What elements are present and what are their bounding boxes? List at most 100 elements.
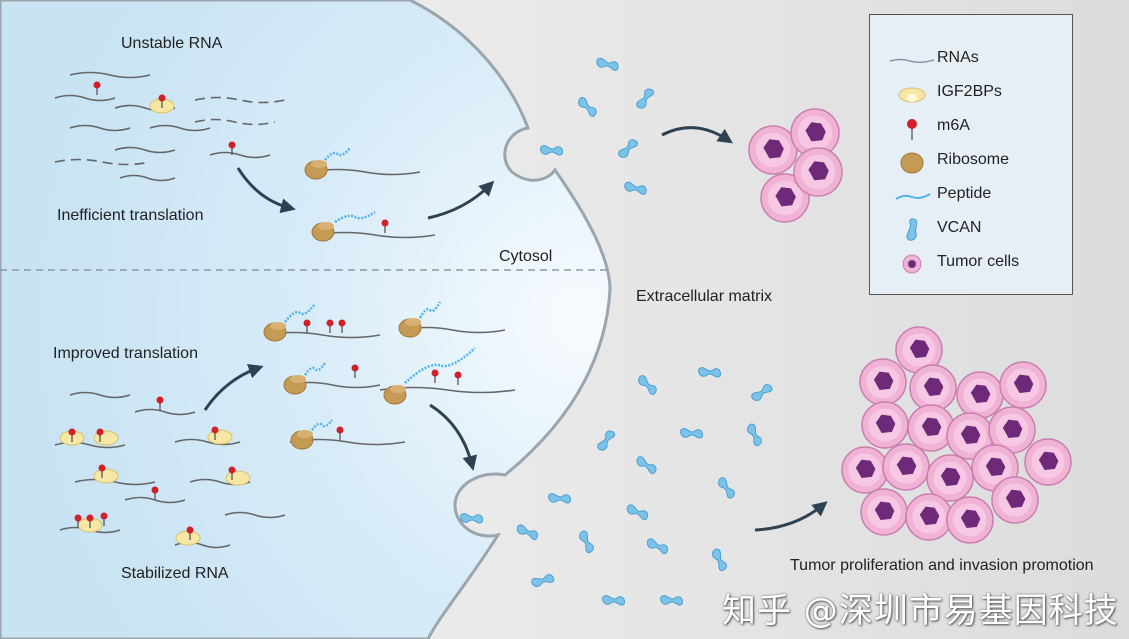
label-cytosol: Cytosol	[499, 248, 553, 265]
rna-strand	[194, 118, 276, 126]
vcan-icon	[531, 574, 555, 587]
m6a-icon	[100, 512, 108, 526]
tumor-cell-icon	[926, 454, 974, 502]
m6a-icon	[454, 371, 462, 385]
cell-membrane	[0, 0, 612, 639]
label-stabilized-rna: Stabilized RNA	[121, 565, 229, 582]
tumor-cell-icon	[988, 406, 1036, 454]
vcan-icon	[906, 218, 918, 241]
tumor-cell-icon	[999, 361, 1047, 409]
m6a-pin-icon	[907, 119, 917, 140]
ribosome-icon	[304, 160, 328, 180]
igf2bp-icon	[898, 87, 926, 103]
m6a-icon	[326, 319, 334, 333]
tumor-cell-icon	[793, 147, 843, 197]
igf2bp-icon	[93, 468, 119, 484]
legend-item: VCAN	[870, 215, 1072, 245]
vcan-icon	[618, 139, 638, 158]
tumor-cell-icon	[1024, 438, 1072, 486]
m6a-icon	[211, 426, 219, 440]
legend-item: Ribosome	[870, 147, 1072, 177]
vcan-icon	[660, 595, 683, 606]
m6a-icon	[303, 319, 311, 333]
legend-label: RNAs	[937, 49, 979, 66]
legend-label: Peptide	[937, 185, 992, 202]
vcan-icon	[578, 530, 594, 554]
peptide	[310, 419, 334, 431]
legend-label: VCAN	[937, 219, 982, 236]
rna-strand	[74, 478, 156, 486]
tumor-cell-icon	[946, 412, 994, 460]
tumor-cell-icon	[882, 443, 930, 491]
vcan-icon	[460, 513, 483, 524]
vcan-icon	[718, 477, 735, 499]
arrow-icon	[203, 364, 264, 411]
vcan-icon	[602, 595, 625, 606]
ribosome-icon	[311, 222, 335, 242]
ribosome-icon	[900, 152, 924, 174]
vcan-icon	[596, 57, 619, 71]
rna-strand	[114, 146, 176, 154]
tumor-cell-icon	[860, 488, 908, 536]
arrow-icon	[427, 180, 495, 220]
label-tumor-outcome: Tumor proliferation and invasion promoti…	[790, 557, 1094, 574]
tumor-cell-icon	[790, 108, 840, 158]
tumor-cell-icon	[909, 364, 957, 412]
tumor-cell-icon	[905, 493, 953, 541]
rna-strand	[174, 438, 241, 446]
tumor-cell-icon	[956, 371, 1004, 419]
m6a-icon	[338, 319, 346, 333]
rna-strand	[209, 151, 271, 159]
vcan-icon	[751, 384, 773, 401]
vcan-icon	[698, 367, 721, 378]
m6a-icon	[381, 219, 389, 233]
legend-label: m6A	[937, 117, 970, 134]
arrow-icon	[236, 167, 296, 214]
tumor-cell-icon	[841, 446, 889, 494]
m6a-icon	[228, 466, 236, 480]
vcan-icon	[548, 493, 571, 504]
rna-strand	[69, 124, 131, 132]
legend-item: Tumor cells	[870, 249, 1072, 279]
vcan-icon	[711, 548, 727, 572]
m6a-icon	[68, 428, 76, 442]
arrow-icon	[754, 501, 828, 532]
vcan-icon	[516, 524, 539, 541]
vcan-icon	[540, 145, 563, 156]
label-inefficient-translation: Inefficient translation	[57, 207, 204, 224]
ribosome-icon	[398, 318, 422, 338]
rna-strand	[134, 408, 196, 416]
peptide-icon	[895, 193, 931, 200]
ribosome-icon	[263, 322, 287, 342]
legend-item: RNAs	[870, 45, 1072, 75]
rna-strand	[119, 174, 176, 182]
tumor-cell-icon	[895, 326, 943, 374]
tumor-cell-icon	[907, 404, 955, 452]
m6a-icon	[93, 81, 101, 95]
rna-strand	[224, 511, 286, 519]
m6a-icon	[158, 94, 166, 108]
tumor-cell-icon	[902, 254, 922, 274]
peptide	[334, 210, 376, 224]
arrow-icon	[429, 403, 478, 471]
m6a-icon	[431, 369, 439, 383]
rna-strand	[149, 124, 211, 132]
vcan-icon	[636, 88, 655, 109]
rna-strand	[54, 158, 151, 166]
legend-label: Ribosome	[937, 151, 1010, 168]
m6a-icon	[351, 364, 359, 378]
tumor-cell-icon	[748, 125, 798, 175]
m6a-icon	[228, 141, 236, 155]
ribosome-icon	[283, 375, 307, 395]
tumor-cell-icon	[861, 401, 909, 449]
m6a-icon	[96, 428, 104, 442]
rna-strand-icon	[889, 58, 935, 63]
tumor-cell-icon	[859, 358, 907, 406]
legend-label: Tumor cells	[937, 253, 1020, 270]
igf2bp-icon	[207, 429, 233, 445]
m6a-icon	[156, 396, 164, 410]
m6a-icon	[186, 526, 194, 540]
vcan-icon	[636, 456, 657, 475]
